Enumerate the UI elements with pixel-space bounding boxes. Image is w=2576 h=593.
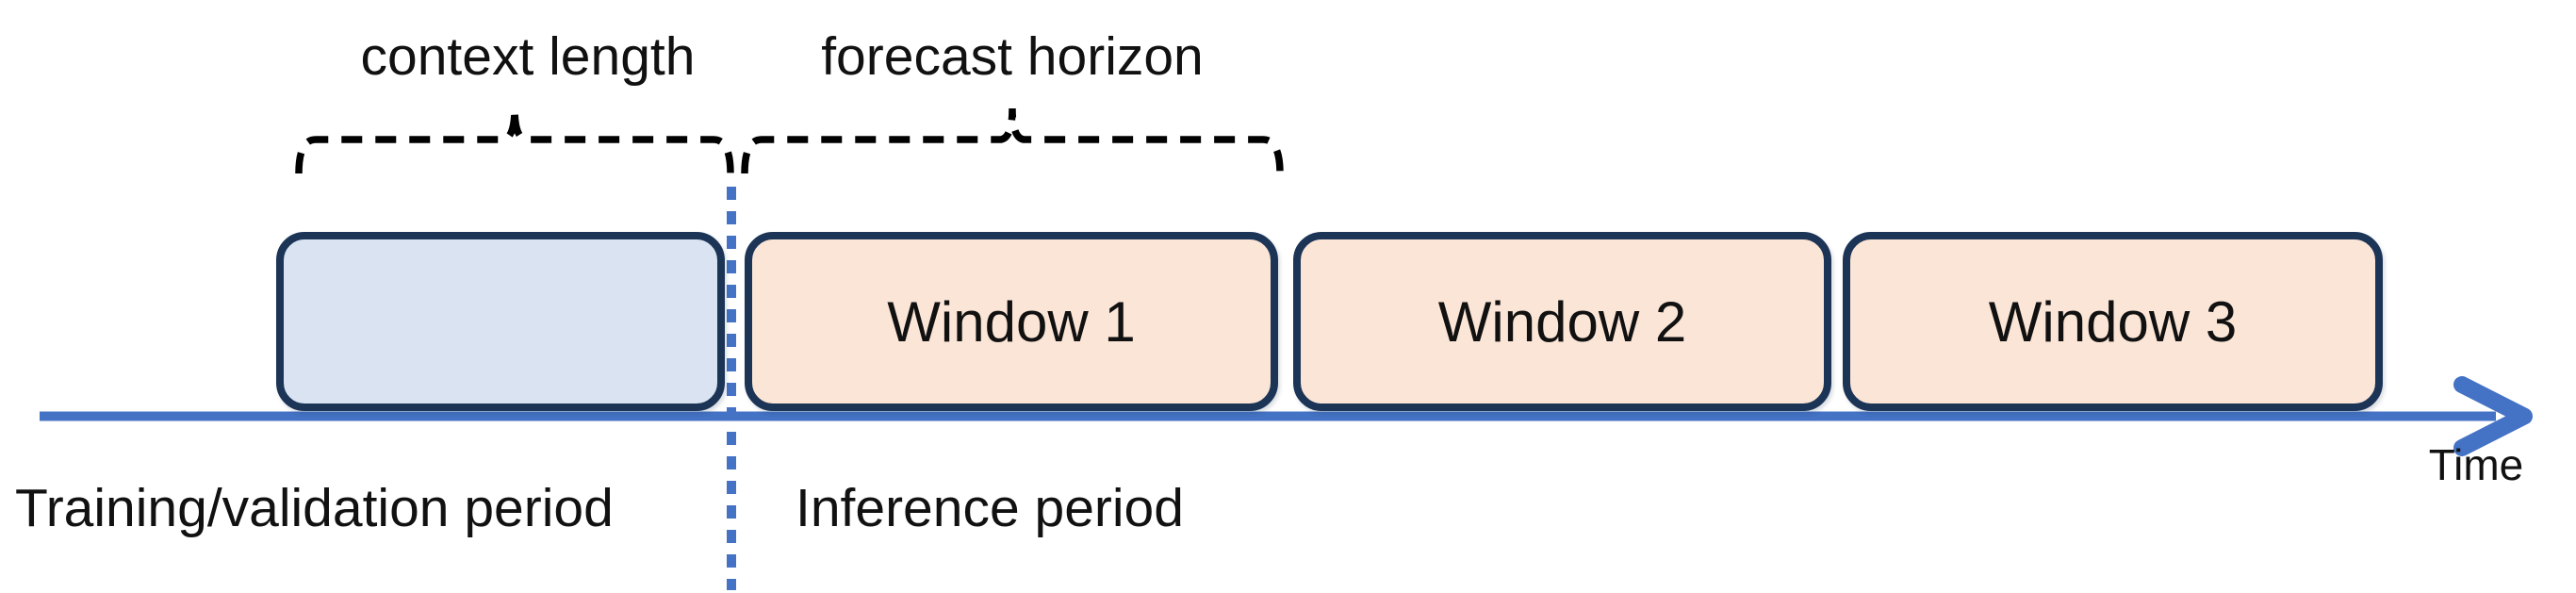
window-1-box: Window 1 <box>745 232 1278 411</box>
window-3-box: Window 3 <box>1843 232 2383 411</box>
time-axis-arrowhead-icon <box>2453 376 2533 456</box>
context-box <box>276 232 725 411</box>
forecast-horizon-label: forecast horizon <box>821 26 1204 87</box>
window-3-label: Window 3 <box>1988 289 2238 354</box>
window-2-box: Window 2 <box>1293 232 1831 411</box>
inference-period-label: Inference period <box>796 478 1184 538</box>
forecast-horizon-brace <box>741 107 1284 174</box>
time-axis-label: Time <box>2428 440 2524 489</box>
training-validation-period-label: Training/validation period <box>15 478 614 538</box>
window-1-label: Window 1 <box>887 289 1136 354</box>
window-2-label: Window 2 <box>1437 289 1687 354</box>
context-length-brace <box>295 107 734 174</box>
context-length-label: context length <box>360 26 696 87</box>
